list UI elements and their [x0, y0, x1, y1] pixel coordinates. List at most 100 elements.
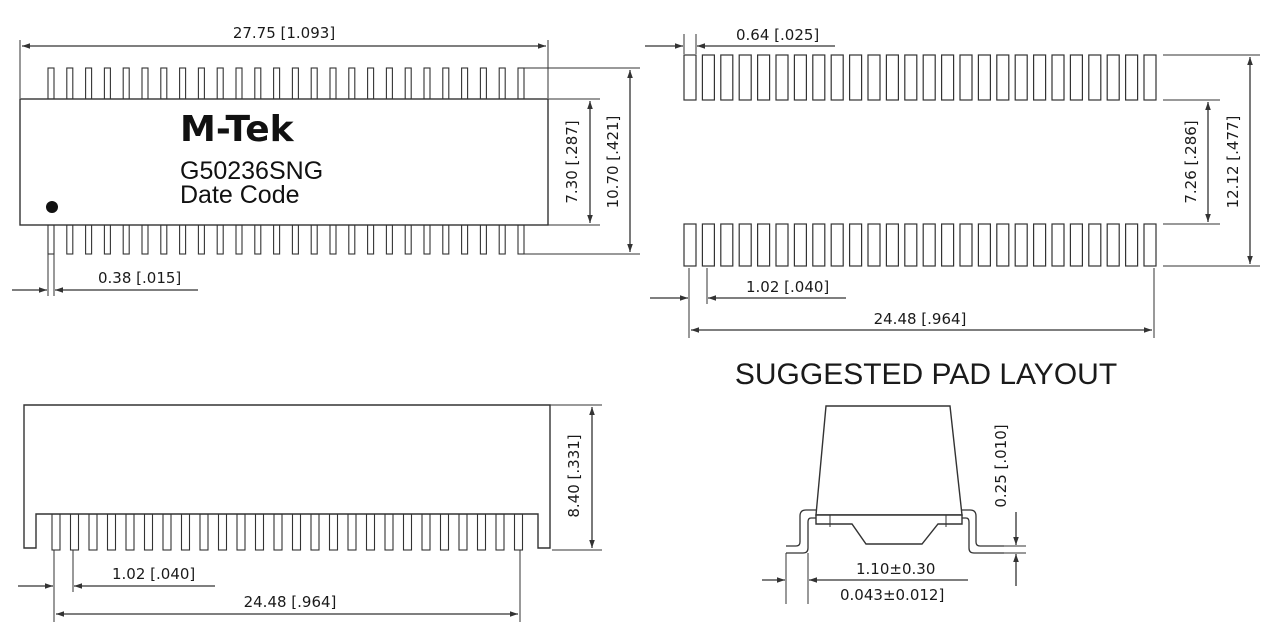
- pad: [977, 223, 992, 267]
- top-view-pin: [254, 224, 262, 255]
- top-view-pin: [85, 67, 93, 100]
- top-view-pin: [122, 224, 130, 255]
- pad: [1124, 54, 1139, 101]
- side-view-pin: [291, 513, 302, 551]
- top-view-pin: [385, 224, 393, 255]
- top-view-pin: [216, 224, 224, 255]
- pad: [904, 223, 918, 267]
- pad: [756, 54, 771, 101]
- pad: [720, 223, 734, 267]
- side-view-pin: [310, 513, 320, 551]
- top-view-pin: [329, 224, 337, 255]
- right-lead-inner: [962, 517, 1004, 554]
- dim-row-length: 24.48 [.964]: [874, 310, 967, 328]
- side-view-pin: [421, 513, 431, 551]
- top-view-body: [19, 98, 549, 226]
- lead-detail-view: 0.25 [.010] 1.10±0.30 0.043±0.012]: [762, 405, 1026, 604]
- side-view-pin: [217, 513, 228, 551]
- side-view-pin: [495, 513, 505, 551]
- pad: [867, 223, 881, 267]
- top-view-pin: [235, 224, 243, 255]
- top-view-pin: [479, 67, 487, 100]
- top-view-pin: [197, 224, 205, 255]
- top-view-pin: [404, 224, 412, 255]
- top-view-pin: [461, 224, 469, 255]
- pad: [1143, 223, 1157, 267]
- pad: [1032, 223, 1047, 267]
- pad-row-upper: [683, 54, 1157, 101]
- top-view-pin: [179, 67, 187, 100]
- top-view-pin: [442, 67, 450, 100]
- pad: [1051, 54, 1065, 101]
- left-lead-inner: [786, 517, 816, 554]
- dim-pad-width: 0.64 [.025]: [736, 26, 819, 44]
- top-view-pin: [254, 67, 262, 100]
- top-view-lower-pins: [47, 224, 525, 255]
- pad: [775, 223, 789, 267]
- pad: [720, 54, 734, 101]
- side-view-pin: [162, 513, 172, 551]
- side-view-pin: [143, 513, 154, 551]
- side-view-pin: [125, 513, 135, 551]
- pad: [904, 54, 918, 101]
- pad-row-lower: [683, 223, 1157, 267]
- pad: [1088, 54, 1102, 101]
- side-view-pin: [254, 513, 265, 551]
- side-view-pin: [51, 513, 61, 551]
- side-view-pin: [88, 513, 98, 551]
- top-view-pin: [442, 224, 450, 255]
- top-view-pin: [329, 67, 337, 100]
- side-view-pin: [347, 513, 357, 551]
- pad: [959, 54, 973, 101]
- top-view-pin: [498, 67, 506, 100]
- pad: [756, 223, 771, 267]
- dim-foot-length-in: 0.043±0.012]: [840, 586, 944, 604]
- side-view-pin: [106, 513, 117, 551]
- top-view-pin: [273, 67, 281, 100]
- pad: [1069, 223, 1084, 267]
- pad: [793, 54, 808, 101]
- side-view-pin: [476, 513, 487, 551]
- top-view-pin: [498, 224, 506, 255]
- pad: [812, 54, 826, 101]
- top-view-pin: [291, 224, 299, 255]
- side-view-pin: [384, 513, 394, 551]
- pad: [1051, 223, 1065, 267]
- pad: [848, 54, 863, 101]
- part-number: G50236SNG: [180, 157, 323, 185]
- pad: [977, 54, 992, 101]
- side-view-pin: [402, 513, 413, 551]
- pad: [848, 223, 863, 267]
- dim-inner-span: 7.26 [.286]: [1182, 120, 1200, 203]
- top-view-pin: [310, 224, 318, 255]
- top-view-pin: [367, 67, 375, 100]
- side-view: 8.40 [.331] 1.02 [.040] 24.48 [.964]: [18, 404, 602, 622]
- top-view-pin: [122, 67, 130, 100]
- pad: [701, 54, 716, 101]
- pad: [1106, 223, 1120, 267]
- top-view-pin: [66, 67, 74, 100]
- top-view-pin: [385, 67, 393, 100]
- top-view-pin: [273, 224, 281, 255]
- top-view-pin: [367, 224, 375, 255]
- top-view-pin: [160, 224, 168, 255]
- dim-height: 8.40 [.331]: [565, 434, 583, 517]
- side-view-pin: [458, 513, 468, 551]
- top-view-pin: [348, 67, 356, 100]
- top-view-pin: [85, 224, 93, 255]
- pad: [940, 54, 955, 101]
- side-view-pins: [51, 513, 524, 551]
- side-view-pin: [236, 513, 246, 551]
- top-view-upper-pins: [47, 67, 525, 100]
- top-view-pin: [479, 224, 487, 255]
- pad: [738, 54, 752, 101]
- top-view-pin: [461, 67, 469, 100]
- pin1-marker: [46, 201, 58, 213]
- pad: [1143, 54, 1157, 101]
- dim-pin-width: 0.38 [.015]: [98, 269, 181, 287]
- left-lead-outer: [786, 509, 816, 547]
- dim-body-width: 7.30 [.287]: [563, 120, 581, 203]
- top-view-pin: [517, 67, 525, 100]
- pad-layout-title: SUGGESTED PAD LAYOUT: [735, 358, 1117, 391]
